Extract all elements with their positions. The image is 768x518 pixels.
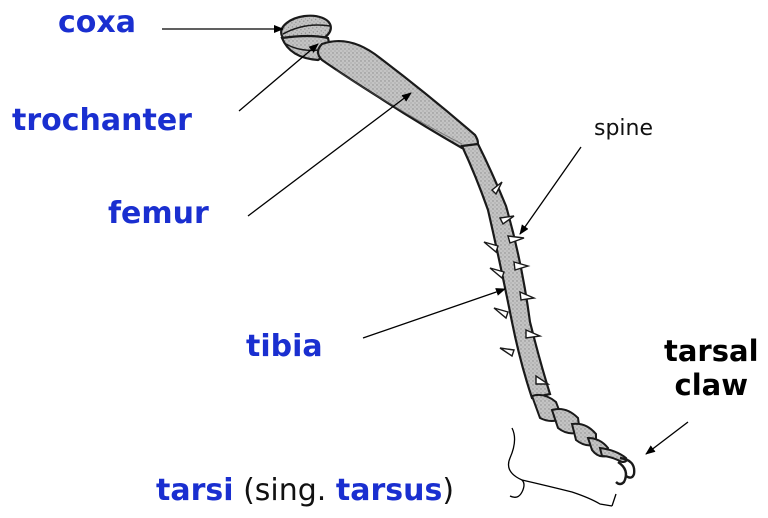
spine-arrow (520, 147, 581, 234)
label-tibia: tibia (246, 332, 323, 362)
claw-arrow (646, 422, 688, 454)
label-tarsal-claw: tarsal claw (664, 334, 759, 402)
trochanter-arrow (239, 44, 318, 111)
tibia-segment (462, 144, 550, 398)
label-tarsi-word: tarsi (156, 473, 234, 508)
femur-segment (318, 41, 478, 148)
label-femur: femur (108, 199, 209, 229)
label-tarsal-claw-line1: tarsal (664, 334, 759, 368)
label-sing-close: ) (442, 473, 454, 508)
tarsi-segments (532, 395, 627, 462)
label-tarsi: tarsi (sing. tarsus) (156, 476, 454, 506)
femur-arrow (248, 93, 411, 216)
label-spine: spine (594, 118, 653, 140)
label-tarsus-word: tarsus (336, 473, 442, 508)
label-sing-open: (sing. (234, 473, 336, 508)
label-trochanter: trochanter (12, 106, 192, 136)
tibia-arrow (363, 289, 505, 338)
label-tarsal-claw-line2: claw (664, 368, 759, 402)
tarsi-bracket (509, 428, 617, 506)
label-coxa: coxa (58, 8, 136, 38)
